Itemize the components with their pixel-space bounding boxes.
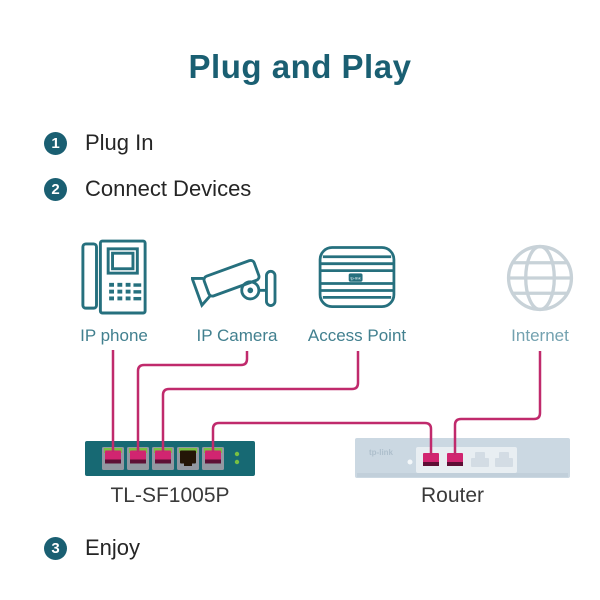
- ip-phone-label: IP phone: [80, 326, 148, 345]
- ip-phone-icon: [79, 236, 149, 320]
- router-brand-text: tp-link: [369, 448, 394, 457]
- access-point-logo-text: tp-link: [350, 275, 360, 280]
- switch-led-bottom: [234, 459, 240, 465]
- router-device: tp-link: [355, 438, 570, 478]
- device-access-point: tp-link Access Point: [292, 236, 422, 346]
- ip-camera-icon: [191, 236, 283, 320]
- step-1-label: Plug In: [85, 130, 154, 155]
- cable-accesspoint-to-switch: [161, 351, 360, 452]
- router-led: [407, 459, 413, 465]
- device-internet: Internet: [480, 236, 600, 346]
- internet-globe-icon: [500, 236, 580, 320]
- step-plug-in: 1 Plug In: [44, 130, 154, 156]
- switch-led-top: [234, 451, 240, 457]
- step-2-label: Connect Devices: [85, 176, 252, 201]
- cable-ipcamera-to-switch: [136, 351, 249, 452]
- step-enjoy: 3 Enjoy: [44, 535, 140, 561]
- step-2-badge: 2: [44, 177, 67, 201]
- internet-label: Internet: [511, 326, 569, 345]
- router-label: Router: [420, 484, 485, 507]
- access-point-icon: tp-link: [311, 236, 403, 320]
- step-3-badge: 3: [44, 536, 67, 560]
- device-ip-camera: IP Camera: [172, 236, 302, 346]
- device-ip-phone: IP phone: [54, 236, 174, 346]
- ip-camera-label: IP Camera: [196, 326, 278, 345]
- step-connect-devices: 2 Connect Devices: [44, 176, 251, 202]
- step-3-label: Enjoy: [85, 535, 141, 560]
- access-point-label: Access Point: [307, 326, 407, 345]
- step-1-badge: 1: [44, 131, 67, 155]
- page-title: Plug and Play: [188, 48, 412, 85]
- switch-model-label: TL-SF1005P: [110, 484, 230, 507]
- switch-device: [85, 441, 255, 476]
